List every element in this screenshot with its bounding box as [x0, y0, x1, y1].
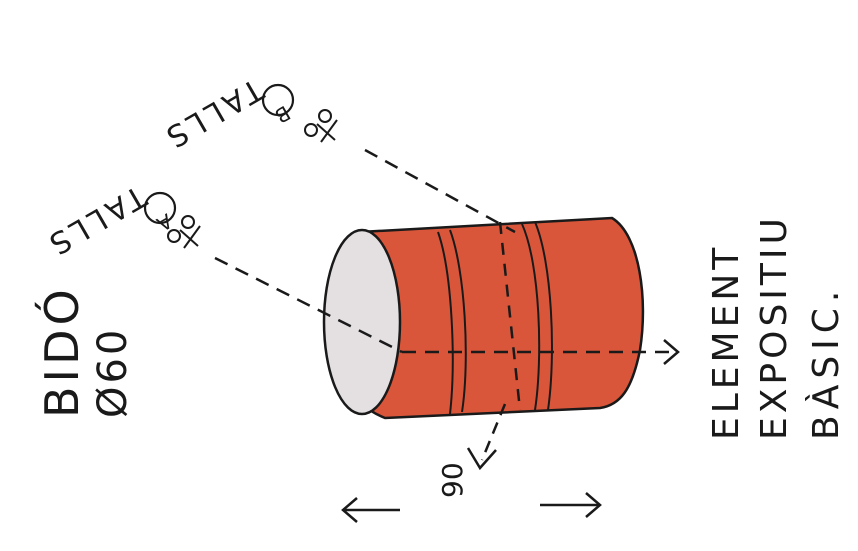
scissors-icon	[304, 109, 338, 143]
cut-a-label: TALLS	[40, 178, 153, 263]
diameter-label: Ø60	[90, 327, 136, 418]
cut-marker-b: B	[261, 83, 295, 128]
element-line-2: EXPOSITIU	[754, 214, 795, 440]
dimension-label: 90	[436, 462, 469, 498]
barrel-top	[322, 228, 402, 416]
scissors-icon	[167, 215, 201, 249]
element-line-3: BÀSIC.	[805, 285, 847, 440]
element-line-1: ELEMENT	[706, 244, 747, 440]
cut-b-label: TALLS	[157, 71, 270, 156]
arrow-icon	[663, 339, 680, 365]
bido-label: BIDÓ	[35, 285, 89, 418]
cut-marker-a: A	[143, 191, 177, 236]
barrel	[322, 216, 645, 420]
